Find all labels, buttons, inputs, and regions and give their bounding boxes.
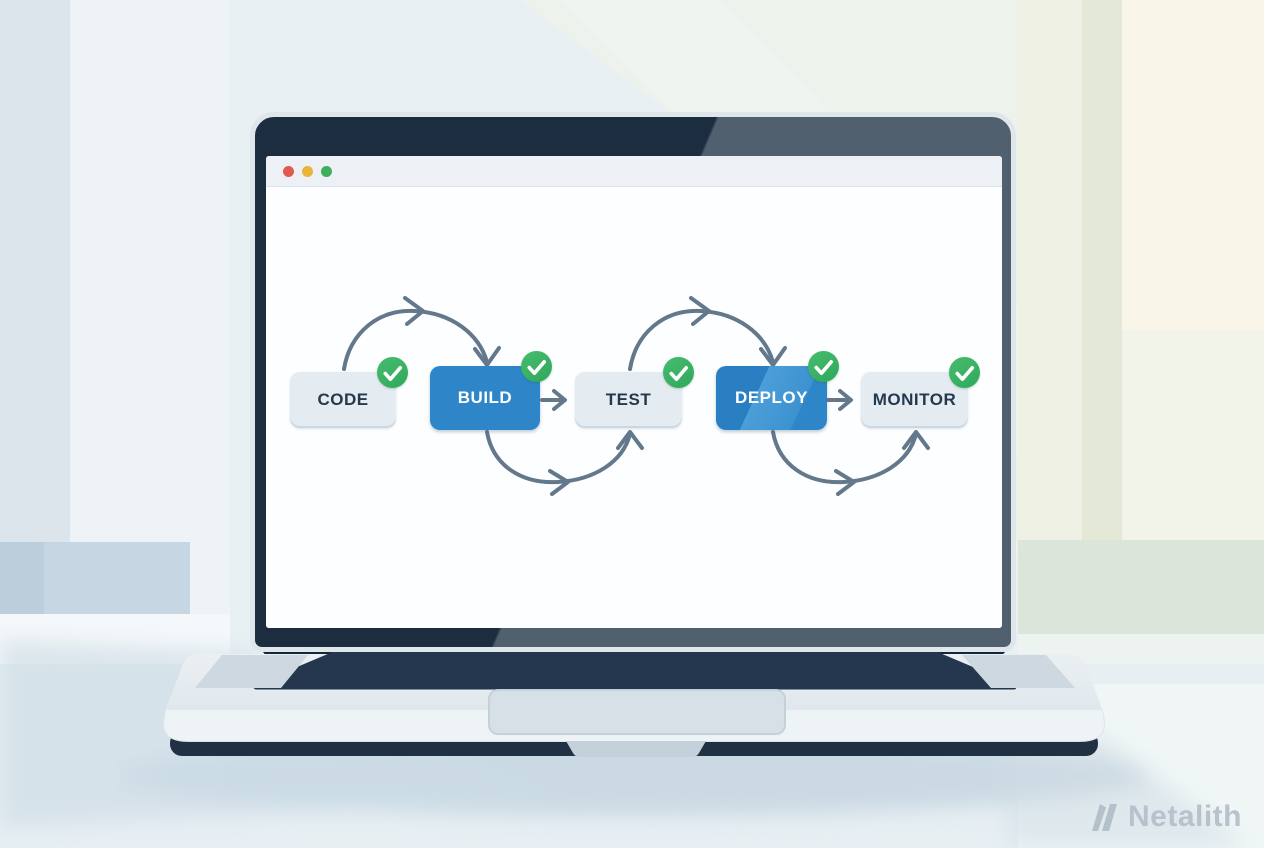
stage-label: MONITOR (872, 390, 957, 409)
arrow-build-to-test-bottom (485, 430, 644, 496)
wall-panel-right-edge (1018, 0, 1082, 634)
stage-node-monitor: MONITOR (861, 357, 980, 428)
wall-warm-glow (1122, 0, 1264, 330)
sill-right (1018, 540, 1264, 634)
check-icon (663, 357, 694, 388)
stage-node-deploy: DEPLOY (716, 351, 839, 430)
browser-window: CODE BUILD TEST DEPLOY (266, 156, 1002, 628)
laptop-keyboard (253, 651, 1017, 690)
pipeline-arrows (342, 296, 930, 496)
close-button-icon[interactable] (283, 165, 294, 177)
laptop-trackpad[interactable] (488, 689, 786, 735)
stage-label: BUILD (457, 388, 513, 407)
check-icon (949, 357, 980, 388)
stage-label: CODE (317, 390, 369, 409)
check-icon (808, 351, 839, 382)
stage-node-build: BUILD (430, 351, 552, 430)
wall-green-band (1082, 0, 1122, 634)
sill-left-dark (0, 542, 44, 614)
laptop-screen: CODE BUILD TEST DEPLOY (250, 112, 1016, 652)
brand-watermark: Netalith (1088, 800, 1242, 834)
netalith-logo-icon (1091, 804, 1117, 831)
arrow-code-to-build (342, 296, 501, 371)
arrow-deploy-to-monitor (826, 389, 853, 411)
check-icon (377, 357, 408, 388)
stage-node-test: TEST (575, 357, 694, 428)
stage-label: DEPLOY (735, 388, 808, 407)
stage-label: TEST (605, 390, 652, 409)
laptop-speaker-left (195, 655, 308, 688)
stage-node-code: CODE (290, 357, 408, 428)
minimize-button-icon[interactable] (302, 165, 313, 177)
zoom-button-icon[interactable] (321, 165, 332, 177)
laptop-speaker-right (962, 655, 1075, 688)
arrow-build-to-test (540, 389, 567, 411)
arrow-deploy-to-monitor-bottom (771, 430, 930, 496)
laptop-lid-notch (566, 741, 706, 757)
pipeline-diagram: CODE BUILD TEST DEPLOY (266, 187, 1002, 628)
brand-name: Netalith (1127, 800, 1242, 833)
browser-titlebar (266, 156, 1002, 187)
wall-panel-left (0, 0, 70, 616)
arrow-test-to-deploy (628, 296, 787, 371)
wall-panel-left2 (70, 0, 230, 616)
check-icon (521, 351, 552, 382)
